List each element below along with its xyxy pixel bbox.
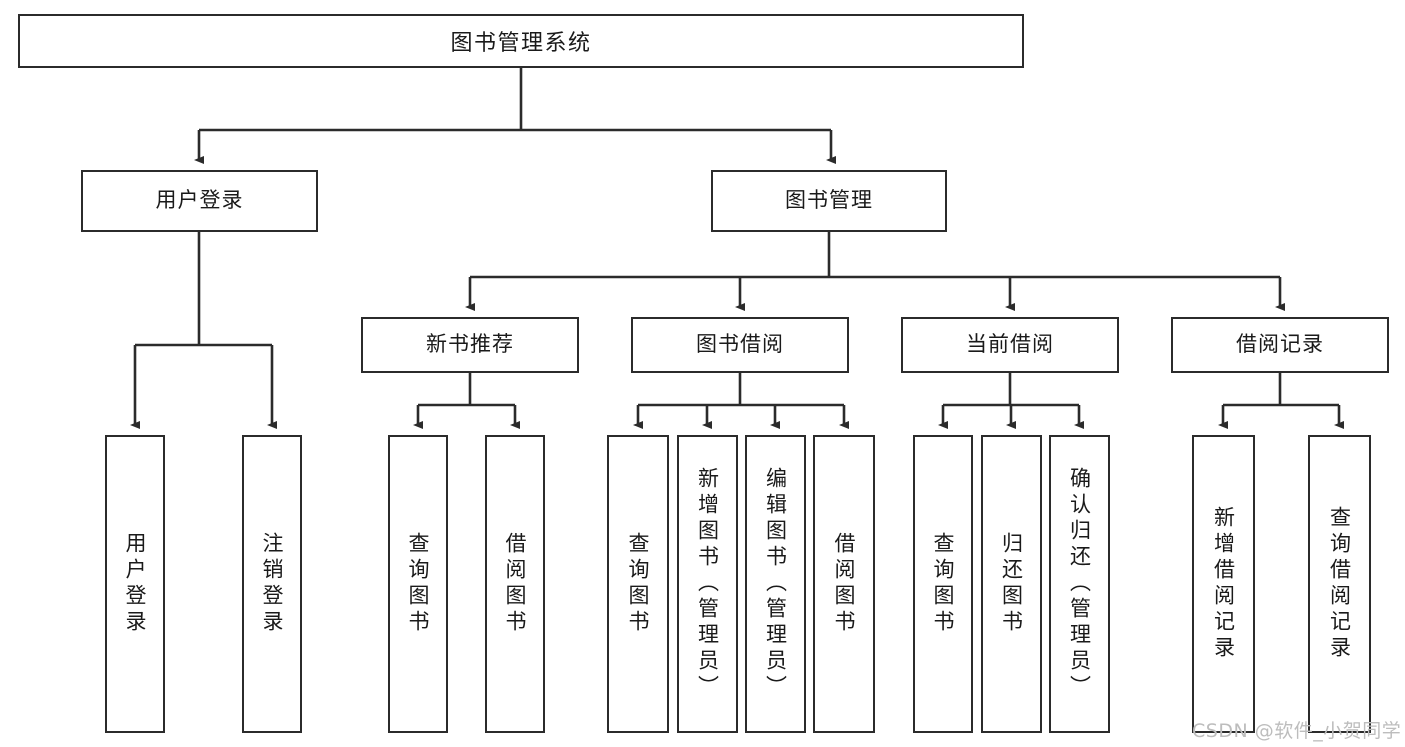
node-leaf-borrow-book-1-label: 借阅图书	[503, 532, 528, 636]
node-user-login-label: 用户登录	[155, 188, 244, 213]
node-leaf-borrow-book-2[interactable]: 借阅图书	[813, 435, 875, 733]
node-leaf-edit-book-label: 编辑图书（管理员）	[763, 467, 788, 701]
node-leaf-add-record[interactable]: 新增借阅记录	[1192, 435, 1255, 733]
node-leaf-add-record-label: 新增借阅记录	[1211, 506, 1236, 662]
node-leaf-user-login[interactable]: 用户登录	[105, 435, 165, 733]
node-book-manage[interactable]: 图书管理	[711, 170, 947, 232]
node-leaf-query-book-1-label: 查询图书	[406, 532, 431, 636]
node-leaf-user-logout[interactable]: 注销登录	[242, 435, 302, 733]
node-user-login[interactable]: 用户登录	[81, 170, 318, 232]
node-leaf-add-book-label: 新增图书（管理员）	[695, 467, 720, 701]
node-leaf-borrow-book-1[interactable]: 借阅图书	[485, 435, 545, 733]
node-leaf-borrow-book-2-label: 借阅图书	[832, 532, 857, 636]
node-leaf-confirm-return[interactable]: 确认归还（管理员）	[1049, 435, 1110, 733]
node-leaf-query-record-label: 查询借阅记录	[1327, 506, 1352, 662]
node-leaf-user-logout-label: 注销登录	[260, 532, 285, 636]
node-leaf-query-record[interactable]: 查询借阅记录	[1308, 435, 1371, 733]
node-book-borrow-label: 图书借阅	[696, 332, 784, 357]
node-book-borrow[interactable]: 图书借阅	[631, 317, 849, 373]
node-leaf-query-book-3[interactable]: 查询图书	[913, 435, 973, 733]
node-leaf-confirm-return-label: 确认归还（管理员）	[1067, 467, 1092, 701]
node-leaf-edit-book[interactable]: 编辑图书（管理员）	[745, 435, 806, 733]
node-leaf-query-book-3-label: 查询图书	[931, 532, 956, 636]
node-leaf-query-book-1[interactable]: 查询图书	[388, 435, 448, 733]
node-borrow-record-label: 借阅记录	[1236, 332, 1324, 357]
node-new-book-rec-label: 新书推荐	[426, 332, 514, 357]
node-leaf-return-book-label: 归还图书	[999, 532, 1024, 636]
node-current-borrow[interactable]: 当前借阅	[901, 317, 1119, 373]
node-new-book-rec[interactable]: 新书推荐	[361, 317, 579, 373]
node-leaf-query-book-2-label: 查询图书	[626, 532, 651, 636]
node-book-manage-label: 图书管理	[785, 188, 873, 213]
node-current-borrow-label: 当前借阅	[966, 332, 1054, 357]
node-leaf-return-book[interactable]: 归还图书	[981, 435, 1042, 733]
node-leaf-user-login-label: 用户登录	[123, 532, 148, 636]
node-borrow-record[interactable]: 借阅记录	[1171, 317, 1389, 373]
node-root[interactable]: 图书管理系统	[18, 14, 1024, 68]
node-leaf-query-book-2[interactable]: 查询图书	[607, 435, 669, 733]
watermark-text: CSDN @软件_小贺同学	[1192, 720, 1402, 742]
node-leaf-add-book[interactable]: 新增图书（管理员）	[677, 435, 738, 733]
node-root-label: 图书管理系统	[450, 31, 592, 56]
